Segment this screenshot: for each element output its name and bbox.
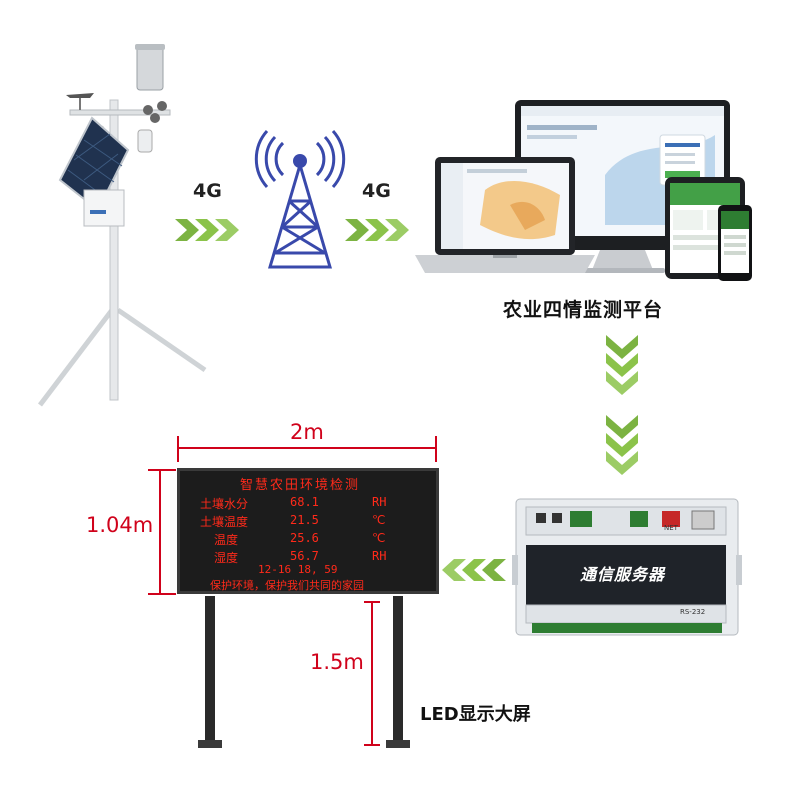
- led-caption: LED显示大屏: [420, 704, 531, 725]
- led-soil-moisture-unit: RH: [372, 495, 387, 509]
- green-arrow-down: [606, 335, 638, 475]
- led-pole-base-left: [198, 740, 222, 748]
- link-label-right: 4G: [362, 180, 391, 202]
- weather-station: [30, 40, 210, 410]
- server-port-label-rs232: RS-232: [680, 608, 706, 616]
- led-humidity-name: 湿度: [214, 551, 239, 565]
- led-temp-value: 25.6: [290, 531, 319, 545]
- link-label-left: 4G: [193, 180, 222, 202]
- led-soil-temp-value: 21.5: [290, 513, 319, 527]
- led-humidity-value: 56.7: [290, 549, 319, 563]
- led-display-board: 智慧农田环境检测 土壤水分 68.1 RH 土壤温度 21.5 ℃ 温度 25.…: [177, 468, 439, 594]
- device-group: [415, 95, 755, 285]
- width-label: 2m: [290, 420, 324, 444]
- green-arrow-right-right: [345, 219, 409, 241]
- led-soil-moisture-name: 土壤水分: [200, 497, 249, 511]
- led-title: 智慧农田环境检测: [240, 478, 361, 493]
- led-pole-left: [205, 596, 215, 742]
- led-temp-name: 温度: [214, 533, 239, 547]
- led-temp-unit: ℃: [372, 531, 386, 545]
- led-soil-temp-name: 土壤温度: [200, 515, 249, 529]
- led-soil-moisture-value: 68.1: [290, 495, 319, 509]
- server-device-illustration: [512, 498, 742, 636]
- server-port-label-net: NET: [664, 524, 678, 532]
- led-soil-temp-unit: ℃: [372, 513, 386, 527]
- led-pole-base-right: [386, 740, 410, 748]
- green-arrow-right-left: [175, 219, 239, 241]
- led-datetime: 12-16 18, 59: [258, 563, 338, 576]
- height-label: 1.04m: [86, 513, 154, 537]
- communication-server: 通信服务器 RS-232 NET: [512, 495, 742, 640]
- pole-height-label: 1.5m: [310, 650, 364, 674]
- devices-illustration: [415, 100, 752, 281]
- led-slogan: 保护环境，保护我们共同的家园: [210, 579, 364, 592]
- weather-station-illustration: [38, 44, 207, 407]
- platform-label: 农业四情监测平台: [503, 299, 664, 321]
- cell-tower-icon: [254, 130, 346, 269]
- led-humidity-unit: RH: [372, 549, 387, 563]
- green-arrow-left: [442, 559, 506, 581]
- server-label: 通信服务器: [580, 565, 666, 584]
- led-pole-right: [393, 596, 403, 742]
